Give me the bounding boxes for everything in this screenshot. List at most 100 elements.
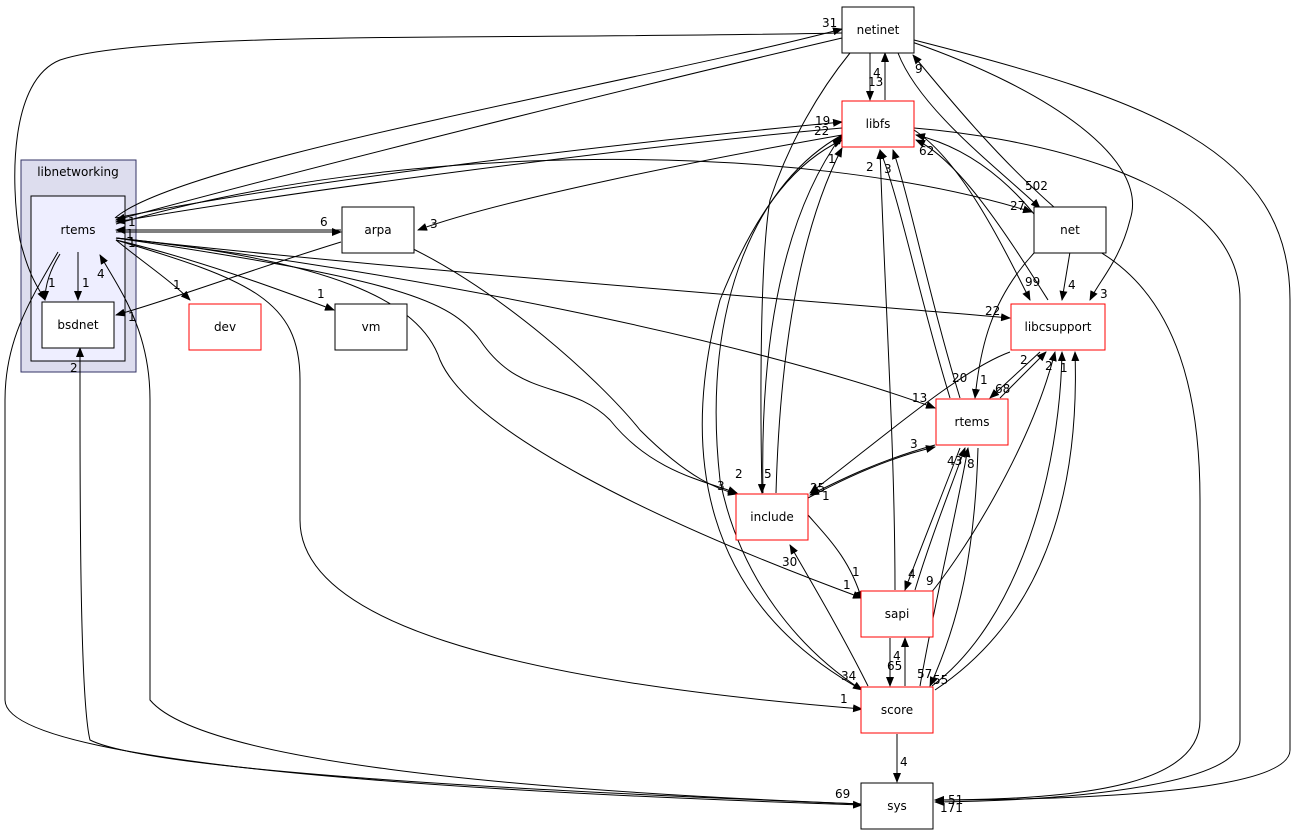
edge (701, 139, 863, 691)
edge (76, 347, 863, 805)
edge (989, 351, 1041, 399)
edge-label: 4 (97, 267, 105, 281)
node-rtems-red[interactable]: rtems (935, 398, 1009, 446)
edge (757, 52, 851, 494)
edge-label: 4 (908, 567, 916, 581)
edge-label: 1 (980, 373, 988, 387)
edge-label: 3 (717, 479, 725, 493)
edge-label: 68 (995, 382, 1010, 396)
edge-label: 1 (128, 215, 136, 229)
edge-label: 1 (840, 692, 848, 706)
node-label: bsdnet (57, 318, 98, 332)
edge-label: 6 (320, 215, 328, 229)
node-arpa[interactable]: arpa (341, 206, 415, 254)
edge (1059, 251, 1071, 301)
edge (4, 251, 863, 809)
edge (999, 351, 1047, 399)
node-label: netinet (857, 23, 900, 37)
edge (807, 445, 936, 499)
edge (809, 351, 1011, 494)
edge (897, 52, 1041, 209)
edge-label: 19 (815, 114, 830, 128)
edge-label: 9 (926, 574, 934, 588)
edge-label: 2 (70, 361, 78, 375)
edge-label: 2 (1045, 359, 1053, 373)
edge (114, 27, 843, 219)
edge-label: 3 (884, 162, 892, 176)
node-include[interactable]: include (735, 493, 809, 541)
edge-label: 43 (947, 454, 962, 468)
edge (915, 139, 1049, 301)
edge-label: 1 (1060, 361, 1068, 375)
edge-label: 1 (828, 152, 836, 166)
node-label: arpa (364, 223, 391, 237)
edge (99, 254, 863, 805)
edge (115, 239, 863, 713)
edge-label: 31 (822, 16, 837, 30)
edge (115, 158, 1033, 225)
edge (919, 447, 971, 687)
edge (876, 149, 896, 591)
edge (929, 447, 979, 687)
edge (809, 444, 936, 496)
edge (807, 514, 864, 601)
edge (14, 32, 843, 301)
edge (934, 251, 1201, 804)
node-bsdnet[interactable]: bsdnet (41, 301, 115, 349)
edge (904, 447, 961, 591)
node-libcsupport[interactable]: libcsupport (1010, 303, 1106, 351)
edge-label: 1 (126, 227, 134, 241)
edge-label: 62 (919, 144, 934, 158)
edge-label: 13 (868, 75, 883, 89)
edge (115, 127, 843, 225)
edge-label: 2 (735, 467, 743, 481)
edge (914, 447, 966, 591)
node-libfs[interactable]: libfs (841, 100, 915, 148)
edge (417, 134, 843, 231)
node-netinet[interactable]: netinet (841, 6, 915, 54)
node-label: vm (362, 320, 381, 334)
edge-label: 65 (887, 659, 902, 673)
edge-label: 57 (917, 667, 932, 681)
edge (789, 544, 869, 687)
edge (775, 147, 843, 494)
edge (115, 239, 191, 301)
edge (911, 41, 1133, 301)
edge (715, 134, 863, 691)
edge-label: 27 (1010, 199, 1025, 213)
edge-label: 55 (933, 673, 948, 687)
edges (4, 27, 1291, 809)
edge-label: 4 (1068, 278, 1076, 292)
edge-label: 34 (841, 669, 856, 683)
edge-label: 30 (782, 555, 797, 569)
edge (115, 237, 936, 409)
node-rtems-inner[interactable]: rtems (61, 223, 96, 237)
node-net[interactable]: net (1033, 206, 1107, 254)
edge (115, 37, 843, 222)
edge-label: 3 (910, 437, 918, 451)
node-dev[interactable]: dev (188, 303, 262, 351)
edge (912, 54, 1056, 209)
node-label: include (750, 510, 793, 524)
edge-label: 9 (915, 62, 923, 76)
edge (115, 237, 863, 599)
node-label: sapi (885, 607, 910, 621)
edge (762, 134, 843, 494)
node-label: net (1060, 223, 1080, 237)
edge-label: 502 (1025, 179, 1048, 193)
node-score[interactable]: score (860, 686, 934, 734)
node-label: rtems (955, 415, 990, 429)
edge-label: 51 (948, 793, 963, 807)
edge-label: 13 (912, 391, 927, 405)
edge (115, 237, 738, 494)
edge-label: 1 (852, 565, 860, 579)
cluster-label: libnetworking (37, 165, 119, 179)
edge-label: 1 (128, 310, 136, 324)
node-sys[interactable]: sys (860, 782, 934, 830)
node-sapi[interactable]: sapi (860, 590, 934, 638)
node-vm[interactable]: vm (334, 303, 408, 351)
edge (913, 39, 1291, 804)
edge-label: 171 (940, 801, 963, 815)
edge-label: 22 (814, 124, 829, 138)
